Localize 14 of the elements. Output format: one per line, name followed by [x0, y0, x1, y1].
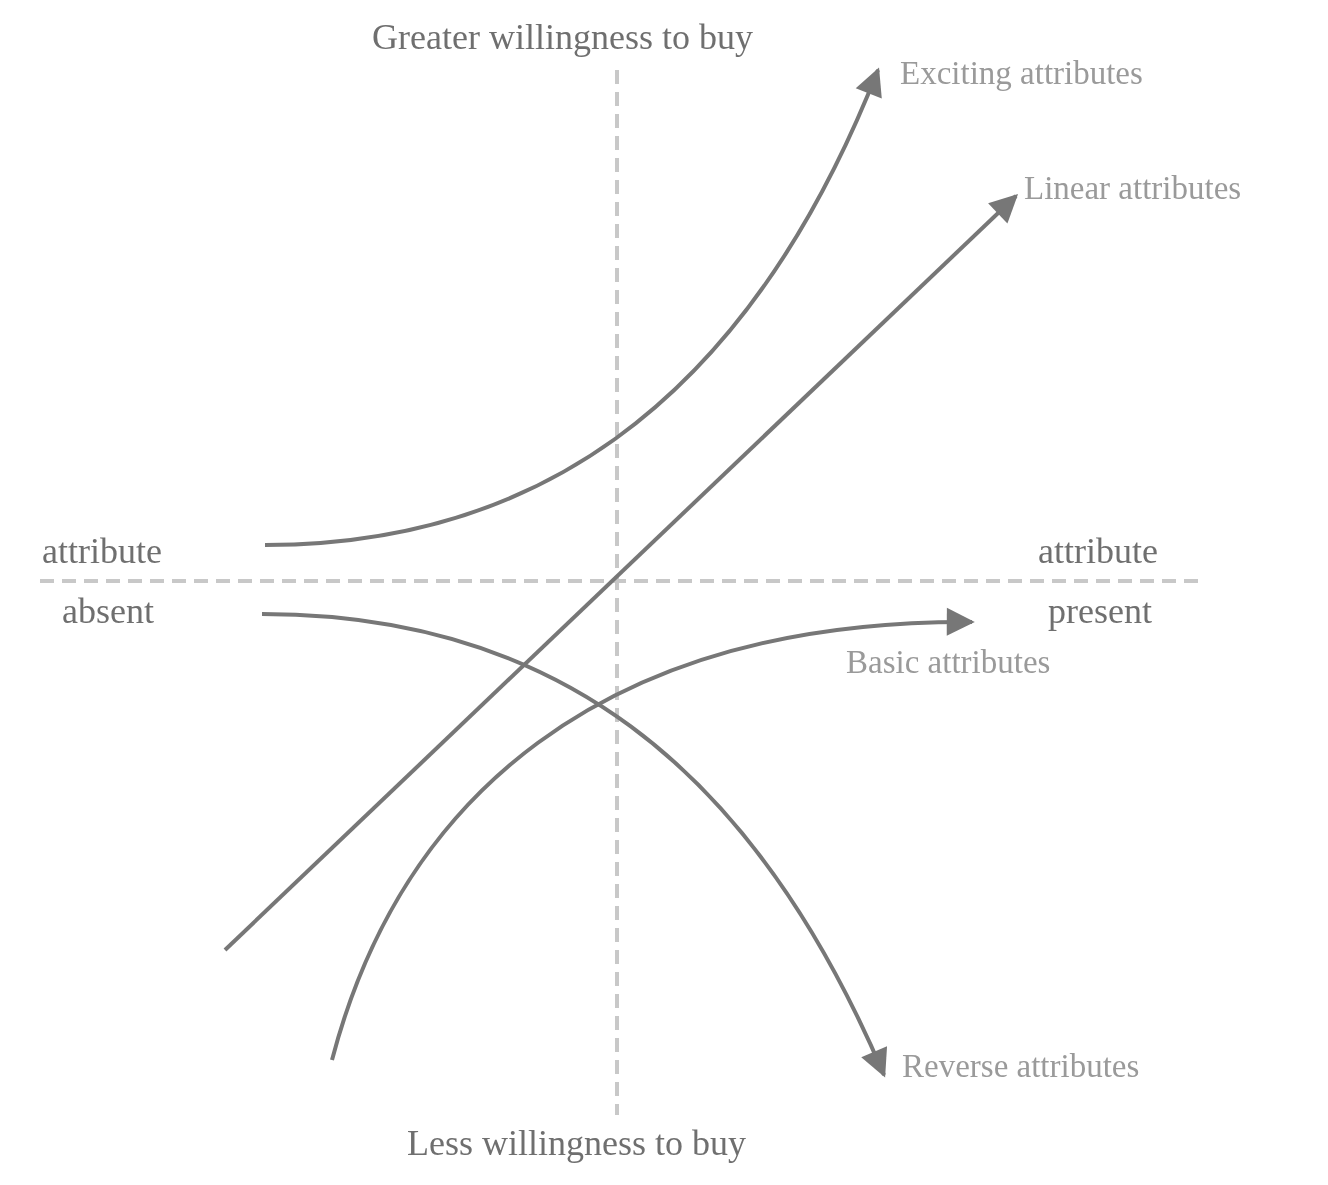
- curve-label: Reverse attributes: [902, 1048, 1140, 1085]
- axis-label: absent: [62, 592, 154, 632]
- axis-label: Greater willingness to buy: [372, 18, 753, 58]
- axis-label: present: [1048, 592, 1152, 632]
- curve-arrow: [261, 612, 887, 1078]
- curve-label: Basic attributes: [846, 644, 1051, 681]
- curve-arrow: [330, 608, 975, 1061]
- curve-label: Linear attributes: [1024, 170, 1242, 207]
- axis-label: attribute: [1038, 532, 1158, 572]
- curve-arrow: [223, 194, 1019, 952]
- curve-arrow: [264, 67, 881, 547]
- axis-label: Less willingness to buy: [407, 1124, 746, 1164]
- axis-label: attribute: [42, 532, 162, 572]
- curve-label: Exciting attributes: [900, 55, 1143, 92]
